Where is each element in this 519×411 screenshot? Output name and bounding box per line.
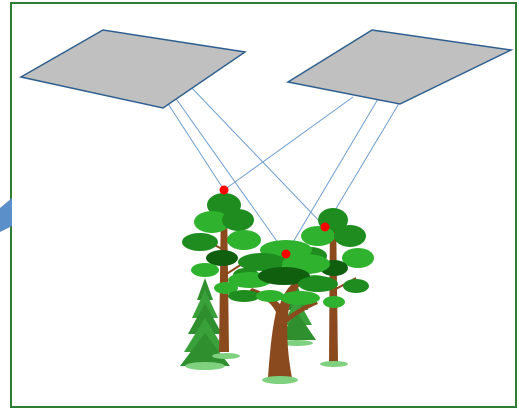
forest: [180, 193, 374, 384]
ray: [162, 95, 225, 191]
ray: [324, 89, 408, 228]
projection-rays: [162, 85, 408, 255]
ray: [171, 92, 287, 255]
image-plane-left-icon: [18, 29, 247, 109]
tie-point-icon: [219, 185, 229, 195]
broad-tree-icon: [228, 240, 338, 384]
image-plane-right-icon: [285, 29, 514, 105]
ray: [285, 98, 379, 255]
arrow-stub-icon: [0, 198, 12, 232]
ray: [223, 96, 354, 191]
ray: [189, 85, 326, 228]
tie-point-icon: [320, 222, 330, 232]
tie-points: [219, 185, 330, 259]
tie-point-icon: [281, 249, 291, 259]
